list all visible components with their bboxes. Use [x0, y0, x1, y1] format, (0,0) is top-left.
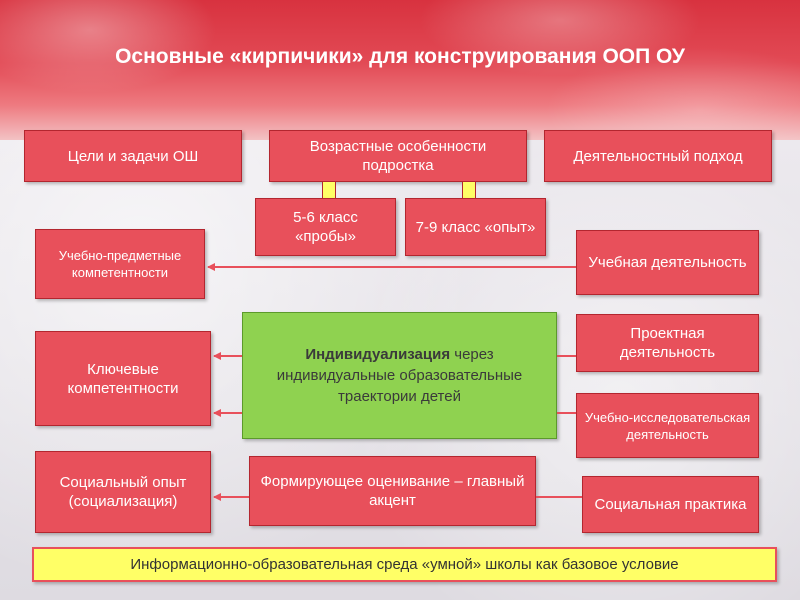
project-activity-box: Проектная деятельность: [576, 314, 759, 372]
social-experience-box: Социальный опыт (социализация): [35, 451, 211, 533]
key-competence-box: Ключевые компетентности: [35, 331, 211, 426]
grade-7-9-box: 7-9 класс «опыт»: [405, 198, 546, 256]
activity-approach-box: Деятельностный подход: [544, 130, 772, 182]
subject-competence-box: Учебно-предметные компетентности: [35, 229, 205, 299]
social-practice-box: Социальная практика: [582, 476, 759, 533]
formative-assessment-box: Формирующее оценивание – главный акцент: [249, 456, 536, 526]
environment-footer: Информационно-образовательная среда «умн…: [32, 547, 777, 582]
grade-5-6-box: 5-6 класс «пробы»: [255, 198, 396, 256]
research-activity-box: Учебно-исследовательская деятельность: [576, 393, 759, 458]
age-features-box: Возрастные особенности подростка: [269, 130, 527, 182]
header-background: [0, 0, 800, 140]
learning-activity-box: Учебная деятельность: [576, 230, 759, 295]
slide-title: Основные «кирпичики» для конструирования…: [115, 45, 685, 68]
goals-box: Цели и задачи ОШ: [24, 130, 242, 182]
individualization-text: Индивидуализация через индивидуальные об…: [276, 346, 523, 405]
individualization-box: Индивидуализация через индивидуальные об…: [242, 312, 557, 439]
